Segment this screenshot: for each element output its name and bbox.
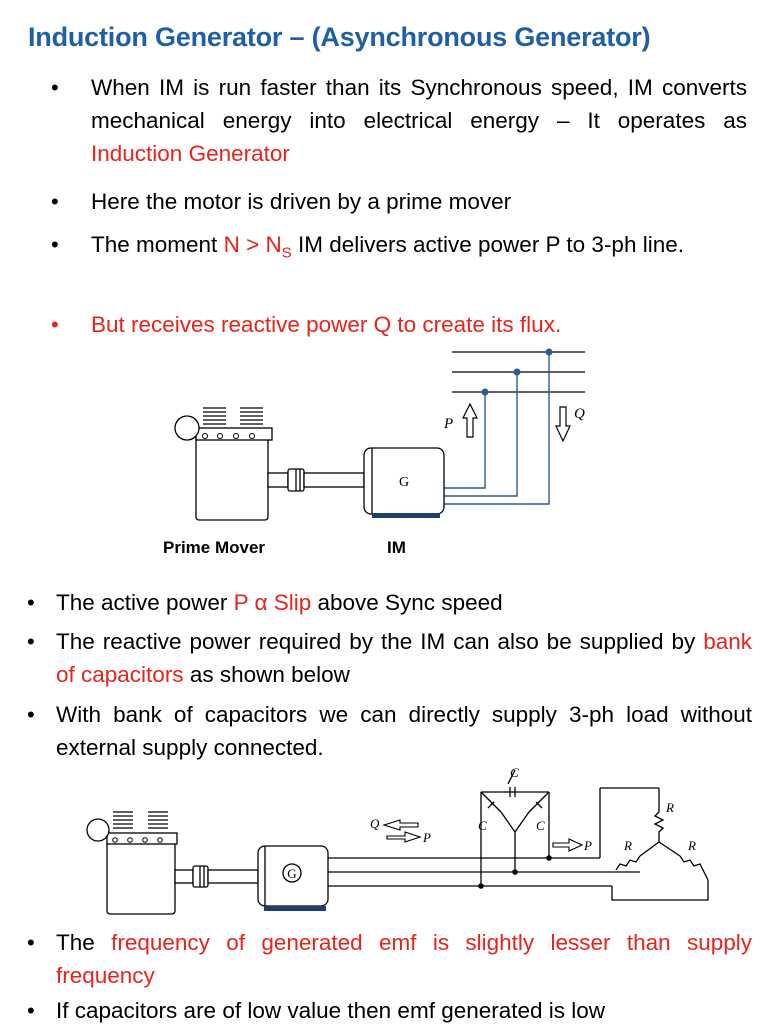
bullet-text: The moment [91, 232, 224, 257]
r-label-right: R [687, 838, 696, 853]
r-label-left: R [623, 838, 632, 853]
im-label: IM [387, 538, 406, 557]
bullet-dot: • [51, 189, 59, 214]
bullet-reactive-power: • But receives reactive power Q to creat… [51, 308, 747, 341]
bullet-dot: • [51, 75, 59, 100]
bullet-text: The [56, 930, 112, 955]
bullet-dot: • [51, 312, 59, 337]
bullet-active-power: • The moment N > NS IM delivers active p… [51, 228, 747, 270]
bullet-text: IM delivers active power P to 3-ph line. [291, 232, 684, 257]
bullet-frequency: • The frequency of generated emf is slig… [27, 926, 752, 992]
speed-condition: N > NS [223, 232, 292, 262]
prime-mover-label: Prime Mover [163, 538, 266, 557]
p-label-2: P [422, 830, 431, 845]
generator-symbol: G [399, 475, 409, 490]
bullet-dot: • [27, 702, 35, 727]
bullet-standalone: • With bank of capacitors we can directl… [27, 698, 752, 764]
q-label: Q [574, 406, 585, 422]
r-label-top: R [665, 800, 674, 815]
bullet-dot: • [27, 629, 35, 654]
bullet-text: as shown below [183, 662, 350, 687]
bullet-dot: • [27, 998, 35, 1023]
bullet-text: If capacitors are of low value then emf … [56, 998, 606, 1023]
bullet-generator-operation: • When IM is run faster than its Synchro… [51, 71, 747, 170]
p-label-3: P [583, 838, 592, 853]
bullet-low-capacitance: • If capacitors are of low value then em… [27, 994, 756, 1027]
bullet-dot: • [27, 930, 35, 955]
bullet-text: The reactive power required by the IM ca… [56, 629, 704, 654]
bullet-text: But receives reactive power Q to create … [91, 312, 562, 337]
bullet-capacitor-bank: • The reactive power required by the IM … [27, 625, 752, 691]
q-label-2: Q [370, 816, 380, 831]
bullet-text: above Sync speed [311, 590, 503, 615]
p-label: P [443, 416, 453, 432]
bullet-text: With bank of capacitors we can directly … [56, 702, 752, 760]
c-label-right: C [536, 818, 545, 833]
bullet-dot: • [51, 232, 59, 257]
bullet-text: Here the motor is driven by a prime move… [91, 189, 512, 214]
bullet-slip: • The active power P α Slip above Sync s… [27, 586, 752, 619]
bullet-text: The active power [56, 590, 234, 615]
bullet-text: When IM is run faster than its Synchrono… [91, 75, 747, 133]
highlight-capacitors: bank of capacitors [56, 629, 752, 687]
bullet-prime-mover: • Here the motor is driven by a prime mo… [51, 185, 747, 218]
c-label-top: C [510, 765, 519, 780]
highlight-induction-generator: Induction Generator [91, 141, 290, 166]
highlight-frequency: frequency of generated emf is slightly l… [56, 930, 752, 988]
generator-symbol-2: G [287, 866, 296, 881]
page-title: Induction Generator – (Asynchronous Gene… [28, 22, 651, 52]
bullet-dot: • [27, 590, 35, 615]
highlight-slip: P α Slip [233, 590, 312, 615]
c-label-left: C [478, 818, 487, 833]
